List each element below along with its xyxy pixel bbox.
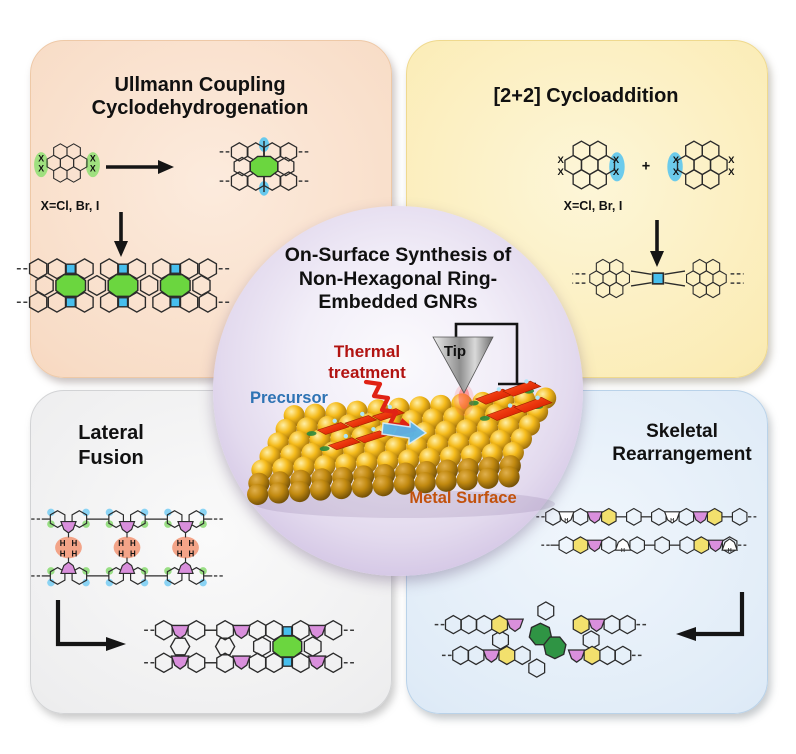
reaction-arrow-elbow (676, 592, 745, 641)
cycloaddition-product (572, 245, 744, 312)
stm-tip (432, 336, 494, 394)
thermal-treatment-label: Thermal treatment (328, 342, 406, 382)
skeletal-precursor-chains: H H H H (536, 507, 757, 555)
hydrogen-highlight (55, 536, 82, 559)
on-surface-illustration (240, 322, 570, 518)
square-ring (651, 272, 665, 285)
center-title: On-Surface Synthesis of Non-Hexagonal Ri… (284, 244, 512, 313)
svg-text:H: H (177, 539, 183, 548)
gold-surface (240, 379, 562, 506)
ullmann-title: Ullmann Coupling Cyclodehydrogenation (40, 74, 360, 120)
heptagon-ring (543, 636, 567, 660)
svg-text:H: H (670, 518, 674, 524)
upper-chain (41, 508, 213, 534)
ullmann-gnr-product (16, 258, 230, 313)
ullmann-halide-label: X=Cl, Br, I (40, 199, 100, 213)
precursor-label: Precursor (250, 389, 328, 407)
svg-text:H: H (177, 550, 183, 559)
halide-highlight (85, 152, 100, 178)
svg-text:X: X (728, 155, 735, 166)
halide-x: X (38, 163, 44, 173)
lower-chain: H H (541, 536, 747, 555)
svg-text:H: H (728, 548, 732, 554)
lateral-title: Lateral Fusion (78, 422, 144, 469)
svg-text:H: H (118, 550, 124, 559)
adsorbed-molecules (306, 379, 553, 452)
precursor-right: X X X X (667, 141, 735, 189)
svg-text:H: H (564, 518, 568, 524)
skeletal-product (434, 601, 647, 678)
svg-text:X: X (728, 167, 735, 178)
upper-chain: H H (536, 507, 757, 526)
svg-text:X: X (613, 155, 620, 166)
ullmann-intermediate-structure (218, 137, 310, 196)
precursor-left: X X X X (557, 141, 625, 189)
diffusion-arrow (381, 419, 428, 446)
svg-text:H: H (130, 539, 136, 548)
svg-text:H: H (130, 550, 136, 559)
svg-text:X: X (673, 167, 680, 178)
svg-text:X: X (557, 167, 564, 178)
svg-text:H: H (71, 539, 77, 548)
ullmann-title-line2: Cyclodehydrogenation (91, 97, 309, 119)
cycloaddition-precursors: X X X X + X X X X (557, 124, 735, 206)
ullmann-title-line1: Ullmann Coupling (114, 74, 286, 96)
hydrogen-highlight (172, 536, 199, 559)
reaction-arrow-down (114, 212, 128, 257)
svg-text:H: H (621, 548, 625, 554)
metal-surface-label: Metal Surface (409, 489, 517, 507)
halide-x: X (38, 153, 44, 163)
svg-text:H: H (189, 539, 195, 548)
lower-chain (41, 561, 213, 587)
skeletal-title: Skeletal Rearrangement (612, 421, 752, 465)
svg-text:H: H (189, 550, 195, 559)
reaction-arrow-elbow (55, 600, 126, 651)
reaction-arrow-right (106, 160, 174, 174)
hydrogen-highlight (113, 536, 141, 559)
ullmann-precursor-structure: X X X X (34, 128, 100, 198)
cycloaddition-title: [2+2] Cycloaddition (493, 85, 679, 107)
bias-circuit (454, 322, 536, 436)
svg-text:X: X (613, 167, 620, 178)
lateral-fusion-product (143, 619, 355, 674)
svg-text:X: X (673, 155, 680, 166)
octagon-ring (249, 155, 279, 178)
svg-text:H: H (118, 539, 124, 548)
svg-text:H: H (60, 539, 66, 548)
cycloaddition-halide-label: X=Cl, Br, I (563, 199, 623, 213)
halide-highlight (34, 152, 49, 178)
halide-x: X (90, 163, 96, 173)
svg-text:X: X (557, 155, 564, 166)
svg-text:H: H (71, 550, 77, 559)
plus-sign: + (642, 158, 650, 174)
reaction-arrow-down (650, 220, 664, 267)
tip-label: Tip (443, 343, 467, 360)
halide-x: X (90, 153, 96, 163)
svg-text:H: H (60, 550, 66, 559)
